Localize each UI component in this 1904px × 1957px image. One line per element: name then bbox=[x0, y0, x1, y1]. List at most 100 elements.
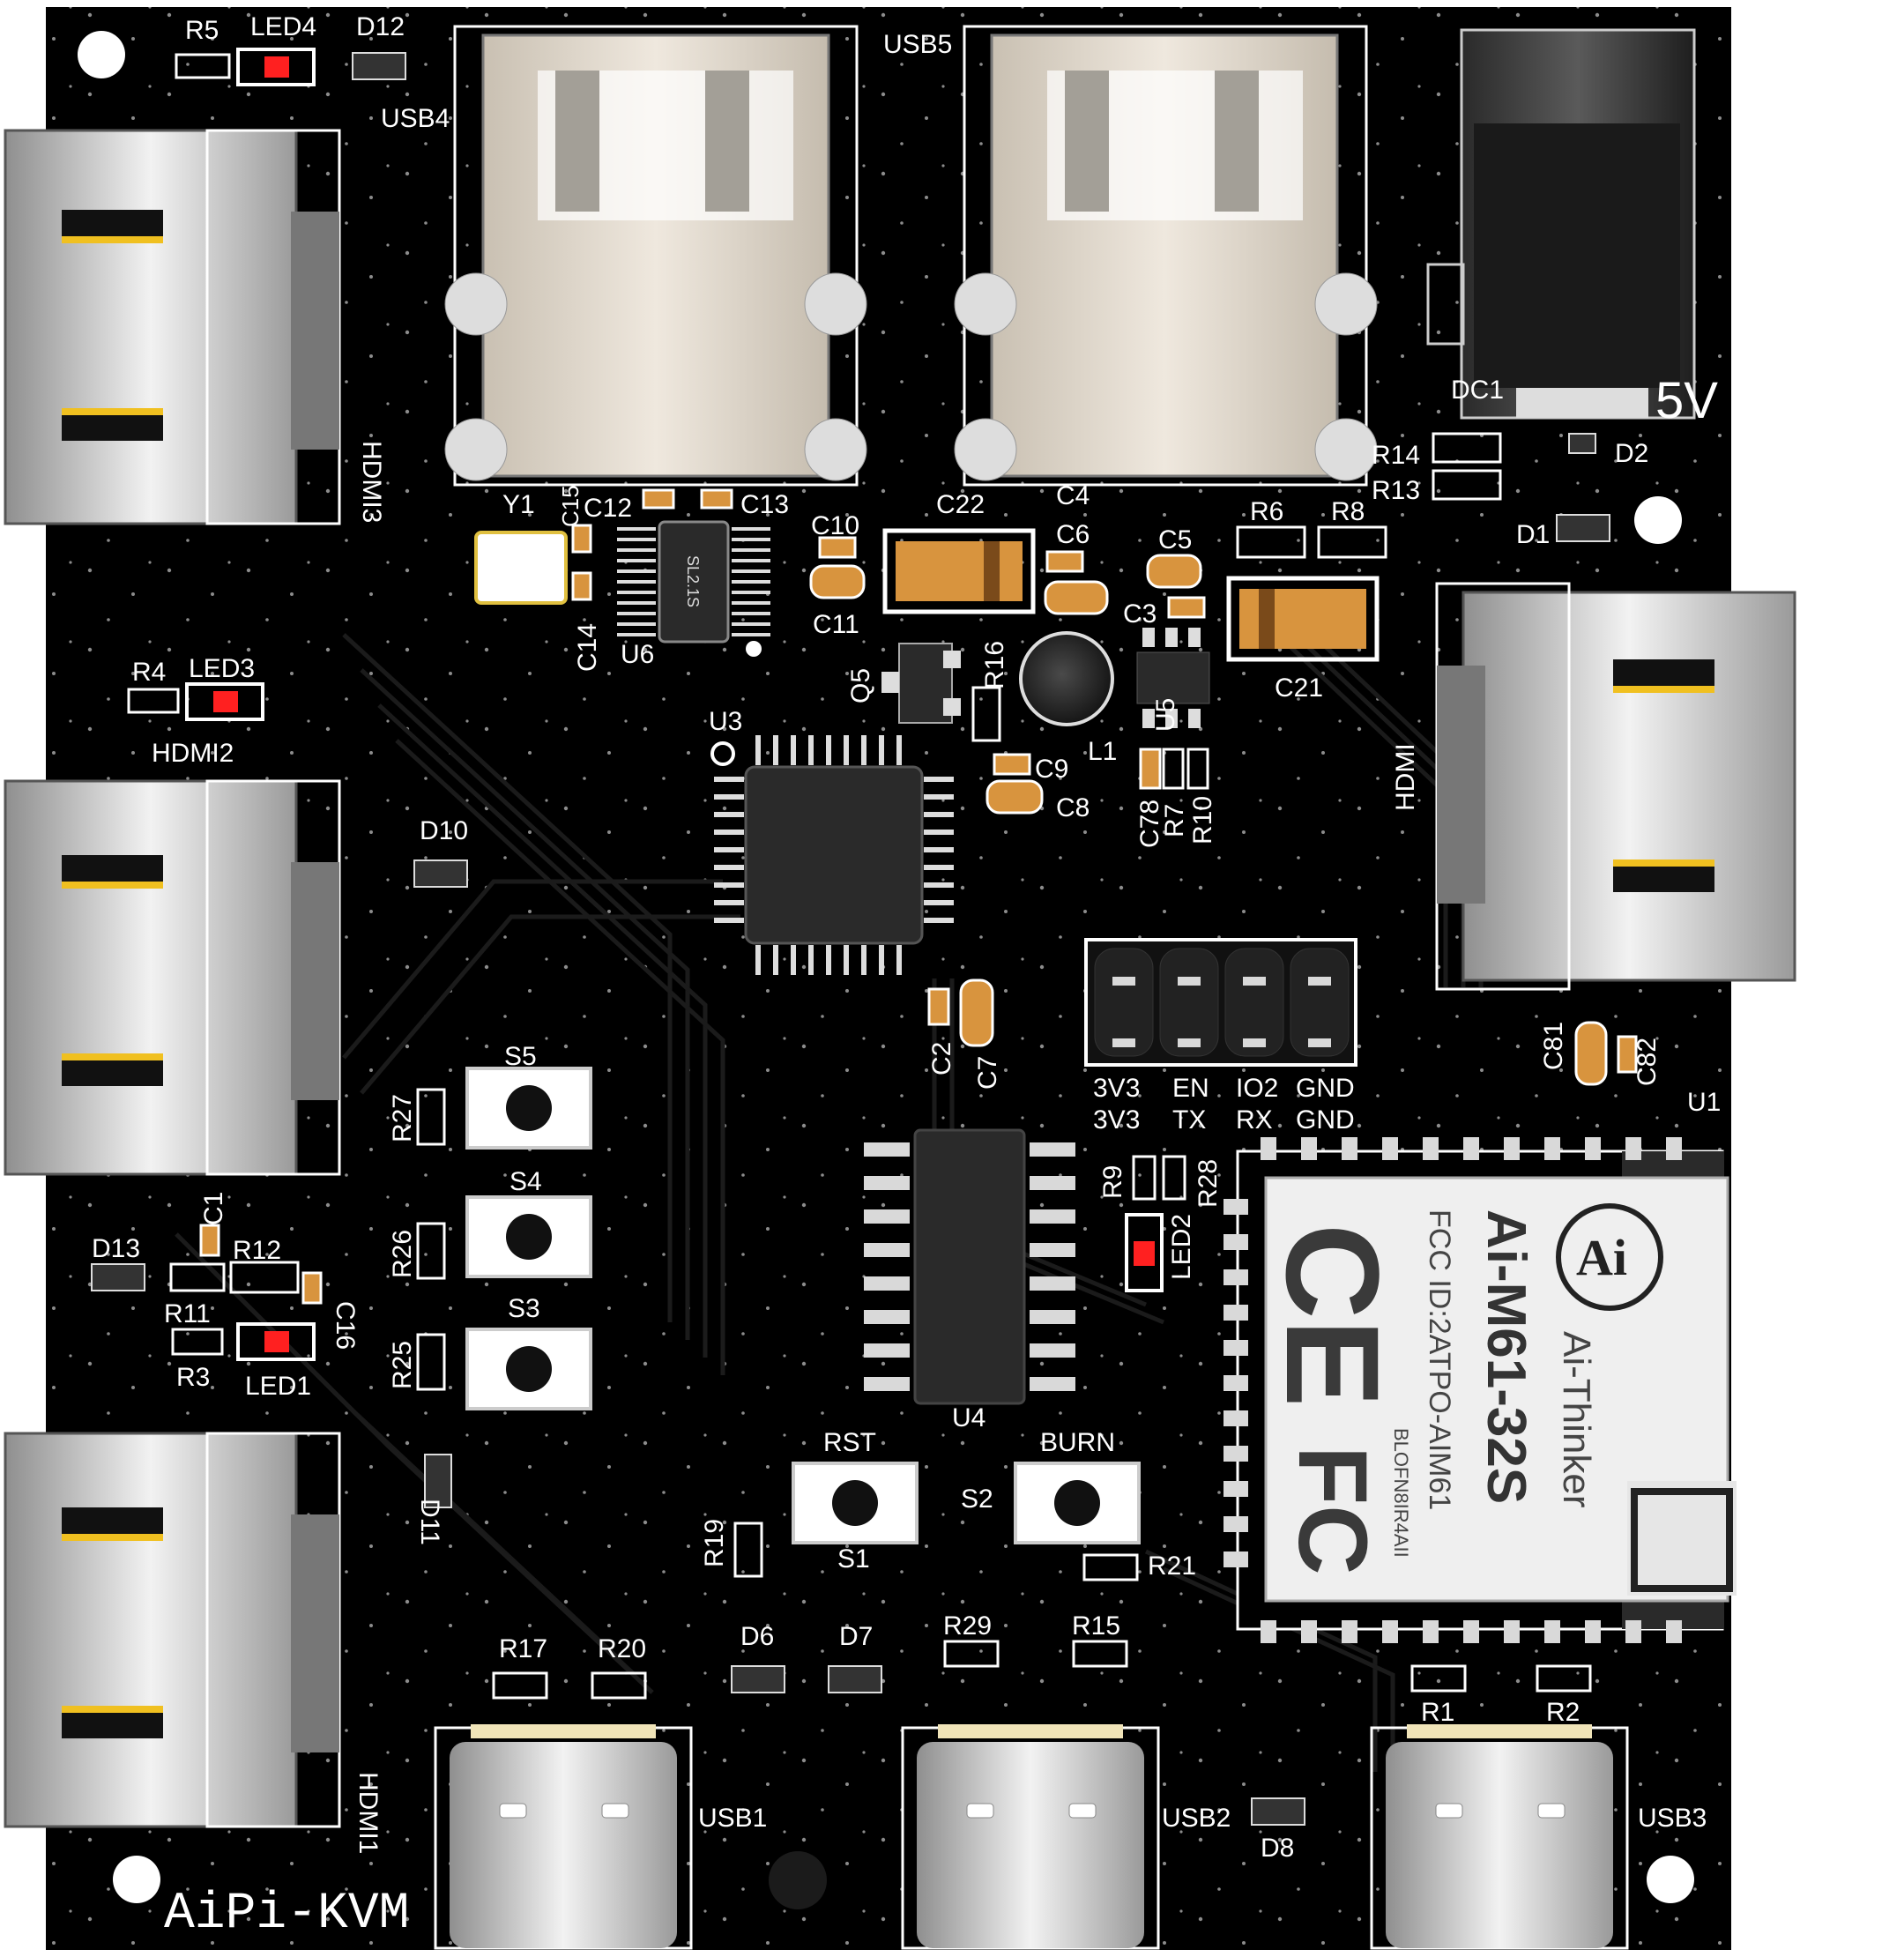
c6-label: C6 bbox=[1056, 520, 1090, 549]
l1-inductor bbox=[1019, 631, 1114, 726]
resistor-r4 bbox=[127, 688, 180, 714]
resistor-r14 bbox=[1432, 432, 1502, 464]
r20-label: R20 bbox=[598, 1634, 646, 1663]
c4-label: C4 bbox=[1056, 481, 1090, 510]
c1-label: C1 bbox=[199, 1192, 228, 1225]
button-s2-burn[interactable] bbox=[1014, 1462, 1141, 1544]
resistor-r6 bbox=[1236, 525, 1306, 559]
hdmi-port-hdmi2[interactable] bbox=[4, 779, 341, 1176]
c8-label: C8 bbox=[1056, 793, 1090, 822]
usb-c-usb1[interactable] bbox=[434, 1724, 693, 1950]
resistor-r3 bbox=[171, 1328, 224, 1356]
mounting-hole bbox=[113, 1856, 160, 1903]
mounting-hole-dark bbox=[769, 1851, 827, 1909]
r8-label: R8 bbox=[1331, 497, 1365, 526]
button-s3[interactable] bbox=[465, 1328, 592, 1410]
resistor-r7 bbox=[1162, 748, 1185, 790]
c16-label: C16 bbox=[331, 1301, 360, 1350]
usb-c-usb2[interactable] bbox=[901, 1724, 1160, 1950]
led1 bbox=[236, 1322, 316, 1361]
u6-chip: SL2.1S bbox=[617, 520, 770, 657]
s5-label: S5 bbox=[504, 1042, 537, 1071]
resistor-r29 bbox=[943, 1640, 1000, 1668]
cap-c13 bbox=[700, 488, 733, 510]
diodes bbox=[91, 52, 1610, 1826]
s1-label: S1 bbox=[837, 1544, 870, 1574]
d10-label: D10 bbox=[420, 816, 468, 845]
button-s4[interactable] bbox=[465, 1195, 592, 1278]
resistor-r25 bbox=[416, 1333, 446, 1391]
r21-label: R21 bbox=[1148, 1551, 1196, 1581]
r10-label: R10 bbox=[1188, 796, 1217, 845]
c81-label: C81 bbox=[1539, 1022, 1568, 1070]
y1-crystal bbox=[474, 531, 568, 605]
usb-a-usb4[interactable] bbox=[444, 25, 867, 487]
diode-d1 bbox=[1556, 514, 1610, 542]
cap-c5 bbox=[1146, 554, 1202, 589]
header-top-3: GND bbox=[1296, 1074, 1355, 1103]
hdmi-right-label: HDMI bbox=[1391, 743, 1420, 811]
cap-c82 bbox=[1617, 1035, 1638, 1074]
usb4-label: USB4 bbox=[381, 104, 450, 133]
c22-tantalum bbox=[882, 528, 1036, 614]
button-s5[interactable] bbox=[465, 1067, 592, 1150]
usb-a-usb5[interactable] bbox=[954, 25, 1378, 487]
ce-mark: CE bbox=[1259, 1224, 1407, 1407]
resistor-r12 bbox=[229, 1261, 300, 1294]
pin-header[interactable] bbox=[1084, 938, 1357, 1067]
hdmi-port-hdmi3[interactable] bbox=[4, 129, 341, 525]
cap-c11 bbox=[809, 564, 866, 599]
header-bottom-3: GND bbox=[1296, 1105, 1355, 1135]
resistor-r13 bbox=[1432, 469, 1502, 501]
diode-d8 bbox=[1251, 1797, 1305, 1826]
led3-label: LED3 bbox=[189, 654, 255, 683]
module-title: Ai-M61-32S bbox=[1476, 1209, 1536, 1504]
diode-d12 bbox=[352, 52, 406, 80]
c82-label: C82 bbox=[1633, 1038, 1662, 1086]
ai-thinker-logo bbox=[1556, 1203, 1663, 1311]
r13-label: R13 bbox=[1372, 476, 1420, 505]
r11-label: R11 bbox=[164, 1299, 211, 1328]
usb-c-usb3[interactable] bbox=[1370, 1724, 1629, 1950]
u6-label: U6 bbox=[621, 640, 654, 669]
cap-c7 bbox=[959, 978, 994, 1047]
button-s1-rst[interactable] bbox=[792, 1462, 919, 1544]
c15-label: C15 bbox=[557, 485, 584, 527]
dc-jack[interactable] bbox=[1426, 28, 1696, 420]
usb3-label: USB3 bbox=[1638, 1804, 1707, 1833]
r17-label: R17 bbox=[499, 1634, 547, 1663]
resistor-r11 bbox=[169, 1262, 226, 1292]
diode-d2 bbox=[1568, 433, 1596, 454]
d13-label: D13 bbox=[92, 1234, 140, 1263]
resistor-r27 bbox=[416, 1088, 446, 1146]
module-brand: Ai-Thinker bbox=[1555, 1331, 1598, 1508]
resistor-r28 bbox=[1162, 1155, 1186, 1201]
c3-label: C3 bbox=[1123, 599, 1157, 629]
u6-marking: SL2.1S bbox=[684, 555, 702, 607]
usb1-label: USB1 bbox=[698, 1804, 767, 1833]
header-bottom-2: RX bbox=[1236, 1105, 1273, 1135]
r5-label: R5 bbox=[185, 16, 219, 45]
cap-c3 bbox=[1167, 596, 1206, 619]
r2-label: R2 bbox=[1546, 1698, 1580, 1727]
u4-chip bbox=[864, 1128, 1075, 1405]
cap-c9 bbox=[993, 753, 1031, 776]
mounting-hole bbox=[1647, 1856, 1694, 1903]
c11-label: C11 bbox=[813, 610, 859, 639]
mounting-hole bbox=[78, 31, 125, 78]
c21-label: C21 bbox=[1275, 673, 1323, 703]
d1-label: D1 bbox=[1516, 520, 1550, 549]
mounting-holes bbox=[78, 31, 1694, 1909]
r28-label: R28 bbox=[1194, 1159, 1223, 1208]
capacitors bbox=[199, 488, 1638, 1305]
s2-label: S2 bbox=[961, 1484, 993, 1514]
led2 bbox=[1125, 1213, 1164, 1292]
r16-label: R16 bbox=[980, 641, 1009, 689]
hdmi-port-hdmi1[interactable] bbox=[4, 1432, 341, 1828]
diode-d11 bbox=[424, 1454, 452, 1508]
usb2-label: USB2 bbox=[1162, 1804, 1231, 1833]
diode-d10 bbox=[413, 859, 468, 888]
hdmi-port-right[interactable] bbox=[1435, 582, 1796, 991]
cap-c1 bbox=[199, 1224, 220, 1257]
header-top-2: IO2 bbox=[1236, 1074, 1278, 1103]
